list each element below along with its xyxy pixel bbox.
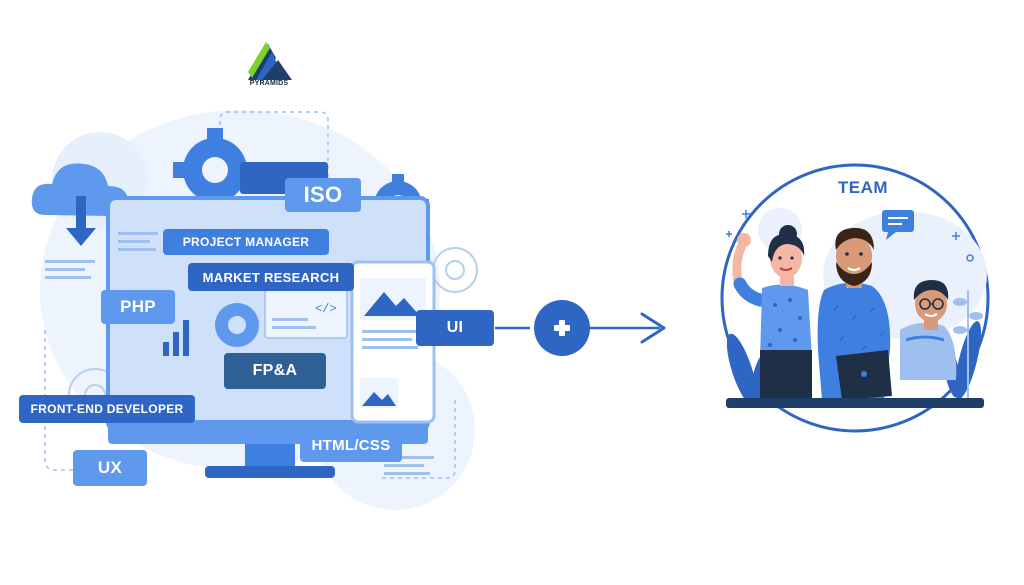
man-with-glasses-figure xyxy=(900,280,957,380)
pyramids-logo xyxy=(248,42,292,80)
monitor-neck xyxy=(245,444,295,468)
laptop-icon xyxy=(836,350,892,400)
cloud-download-icon xyxy=(31,163,128,246)
code-lines xyxy=(272,318,316,329)
skill-tag-php: PHP xyxy=(101,290,175,324)
text-lines-decor xyxy=(384,456,434,475)
skill-tag-market-research: MARKET RESEARCH xyxy=(188,263,354,291)
dashed-connector xyxy=(44,330,90,471)
mountain-icon xyxy=(362,392,396,406)
gear-outline-icon xyxy=(432,247,478,293)
skill-tag-iso: ISO xyxy=(285,178,361,212)
plant-stem-icon xyxy=(953,290,983,400)
sparkle-dot xyxy=(966,254,974,262)
tablet-text-lines xyxy=(362,330,422,349)
skill-tag-ui: UI xyxy=(416,310,494,346)
logo-wordmark: PYRAMIDS xyxy=(249,80,289,87)
skill-tag-ux: UX xyxy=(73,450,147,486)
monitor-stand xyxy=(205,466,335,478)
chat-bubble-icon xyxy=(882,210,914,240)
text-lines-decor xyxy=(45,260,95,279)
skill-tag-front-end-developer: FRONT-END DEVELOPER xyxy=(19,395,195,423)
sparkle-icon xyxy=(726,210,960,240)
screen-text-lines xyxy=(118,232,158,251)
gear-icon xyxy=(215,303,259,347)
desk xyxy=(726,398,984,408)
skill-tag-fpa: FP&A xyxy=(224,353,326,389)
bar-chart-icon xyxy=(163,320,189,356)
team-title: TEAM xyxy=(837,178,889,197)
code-brackets-icon: </> xyxy=(315,302,337,316)
dashed-connector xyxy=(380,400,456,479)
mountain-icon xyxy=(364,292,420,316)
plus-icon xyxy=(554,320,570,336)
woman-figure xyxy=(732,225,812,398)
skill-tag-html-css: HTML/CSS xyxy=(300,428,402,462)
arrow-right-icon xyxy=(640,312,666,344)
skill-tag-project-manager: PROJECT MANAGER xyxy=(163,229,329,255)
